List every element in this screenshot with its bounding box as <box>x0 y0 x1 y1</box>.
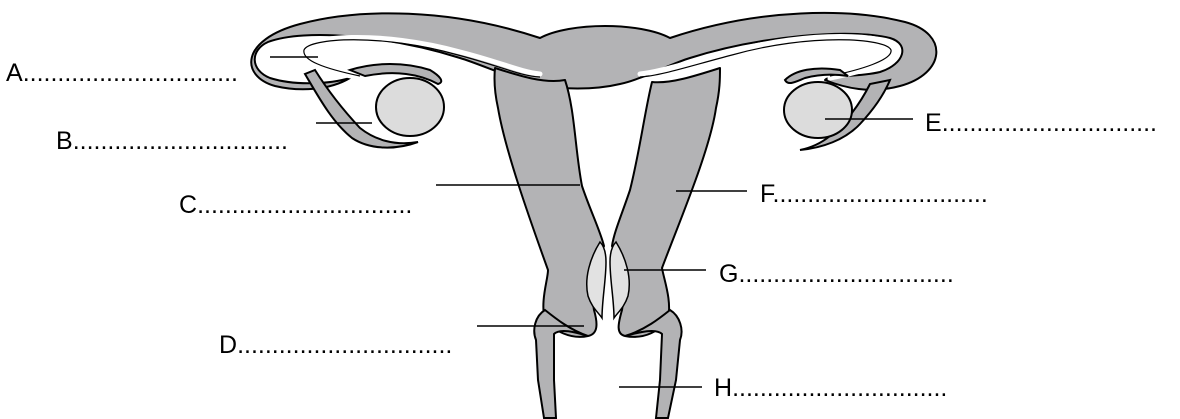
label-g: G............................... <box>719 260 954 288</box>
label-d: D............................... <box>219 331 452 359</box>
label-a: A............................... <box>6 59 238 87</box>
right-ovary <box>784 82 852 138</box>
label-c: C............................... <box>179 191 412 219</box>
label-b: B............................... <box>56 127 288 155</box>
label-f: F............................... <box>760 180 988 208</box>
label-h: H............................... <box>714 374 947 402</box>
label-e: E............................... <box>925 109 1157 137</box>
left-ovary <box>376 78 444 136</box>
